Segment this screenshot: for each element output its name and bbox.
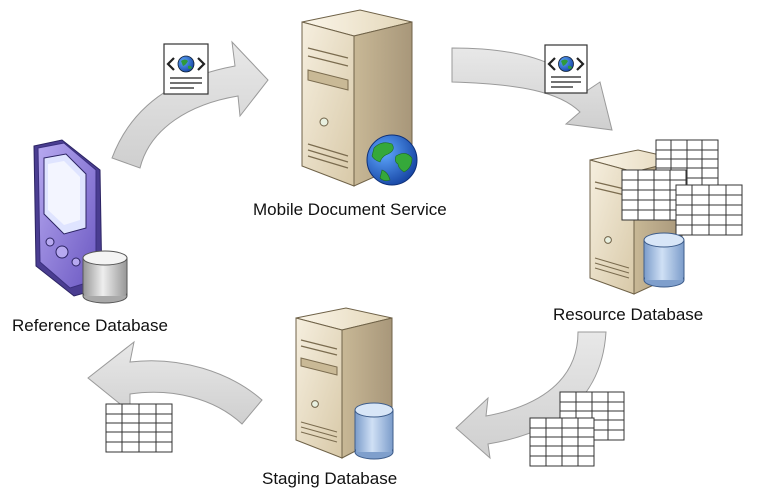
table-grid-icon xyxy=(105,403,173,453)
reference-database-label: Reference Database xyxy=(12,316,168,335)
resource-database-label: Resource Database xyxy=(553,305,704,324)
xml-document-icon xyxy=(163,43,209,95)
server-tower-icon xyxy=(295,307,393,459)
table-grid-icon xyxy=(621,169,687,221)
arrow-service-to-resource xyxy=(451,47,613,131)
arrow-staging-to-reference xyxy=(87,340,263,425)
database-cylinder-icon xyxy=(643,232,685,288)
database-cylinder-icon xyxy=(354,402,394,460)
arrow-reference-to-service xyxy=(111,40,269,169)
mobile-document-service-label: Mobile Document Service xyxy=(253,200,447,219)
xml-document-icon xyxy=(544,44,588,94)
arrow-resource-to-staging xyxy=(455,331,607,460)
table-grid-icon xyxy=(675,184,743,236)
table-grid-icon xyxy=(529,417,595,467)
staging-database-label: Staging Database xyxy=(262,469,398,488)
database-cylinder-icon xyxy=(82,250,128,304)
globe-icon xyxy=(366,134,418,186)
